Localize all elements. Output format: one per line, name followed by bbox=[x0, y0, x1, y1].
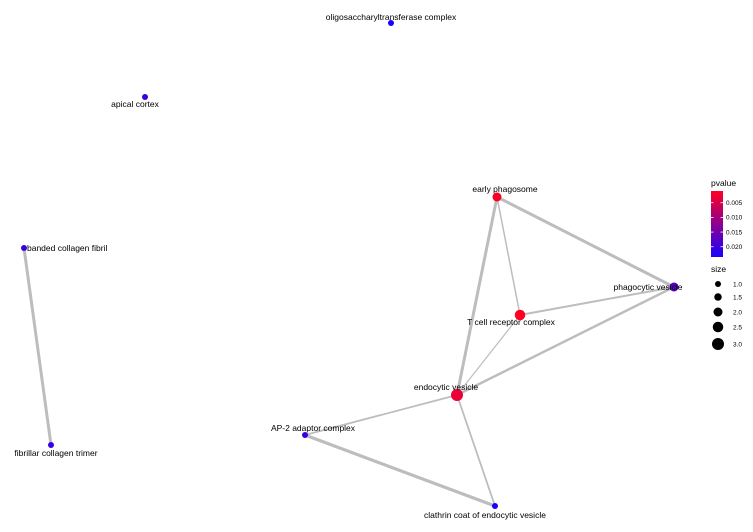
size-legend: size 1.0 1.5 2.0 2.5 3.0 bbox=[711, 264, 742, 350]
edge-tcell-phago bbox=[519, 286, 675, 316]
size-key-dot bbox=[712, 338, 724, 350]
pvalue-colorbar bbox=[711, 191, 723, 257]
size-key-dot bbox=[713, 307, 723, 317]
node-label-endo: endocytic vesicle bbox=[414, 382, 479, 392]
node-label-oligo: oligosaccharyltransferase complex bbox=[326, 12, 457, 22]
node-label-clathrin: clathrin coat of endocytic vesicle bbox=[424, 510, 546, 520]
edge-banded-fibrillar bbox=[22, 246, 53, 447]
edge-phago-endo bbox=[455, 285, 676, 397]
node-tcell[interactable] bbox=[514, 309, 526, 321]
pvalue-legend-ticks: 0.005 0.010 0.015 0.020 bbox=[711, 200, 743, 251]
size-legend-keys: 1.0 1.5 2.0 2.5 3.0 bbox=[712, 281, 742, 350]
node-label-phago: phagocytic vesicle bbox=[614, 282, 683, 292]
network-nodes bbox=[21, 20, 679, 509]
size-key-label: 2.5 bbox=[733, 324, 742, 331]
node-endo[interactable] bbox=[451, 389, 463, 401]
node-label-ap2: AP-2 adaptor complex bbox=[271, 423, 356, 433]
node-phago[interactable] bbox=[669, 282, 679, 292]
pvalue-tick-label: 0.020 bbox=[726, 244, 743, 251]
node-oligo[interactable] bbox=[388, 20, 394, 26]
node-early[interactable] bbox=[492, 192, 502, 202]
pvalue-tick-label: 0.015 bbox=[726, 229, 743, 236]
edge-endo-clathrin bbox=[456, 394, 496, 507]
size-key-dot bbox=[714, 293, 722, 301]
pvalue-tick-label: 0.005 bbox=[726, 200, 743, 207]
size-key-dot bbox=[712, 321, 724, 333]
edge-tcell-endo bbox=[456, 314, 521, 396]
size-key-dot bbox=[715, 281, 721, 287]
size-key-label: 3.0 bbox=[733, 341, 742, 348]
node-clathrin[interactable] bbox=[492, 503, 498, 509]
edge-ap2-clathrin bbox=[303, 433, 497, 508]
node-label-early: early phagosome bbox=[472, 184, 537, 194]
node-label-tcell: T cell receptor complex bbox=[467, 317, 555, 327]
size-legend-title: size bbox=[711, 264, 726, 274]
size-key-label: 2.0 bbox=[733, 309, 742, 316]
network-edges bbox=[22, 195, 676, 508]
node-label-fibrillar: fibrillar collagen trimer bbox=[14, 448, 97, 458]
node-ap2[interactable] bbox=[302, 432, 308, 438]
edge-endo-ap2 bbox=[304, 394, 458, 436]
network-labels: oligosaccharyltransferase complex apical … bbox=[14, 12, 682, 520]
size-key-label: 1.0 bbox=[733, 281, 742, 288]
node-apical[interactable] bbox=[142, 94, 148, 100]
node-label-banded: banded collagen fibril bbox=[27, 243, 107, 253]
edge-early-endo bbox=[455, 195, 499, 397]
node-fibrillar[interactable] bbox=[48, 442, 54, 448]
edge-early-phago bbox=[495, 195, 676, 289]
pvalue-legend: pvalue 0.005 0.010 0.015 0.020 bbox=[711, 178, 743, 257]
size-key-label: 1.5 bbox=[733, 294, 742, 301]
pvalue-tick-label: 0.010 bbox=[726, 215, 743, 222]
edge-early-tcell bbox=[496, 196, 521, 316]
pvalue-legend-title: pvalue bbox=[711, 178, 736, 188]
node-banded[interactable] bbox=[21, 245, 27, 251]
node-label-apical: apical cortex bbox=[111, 99, 159, 109]
